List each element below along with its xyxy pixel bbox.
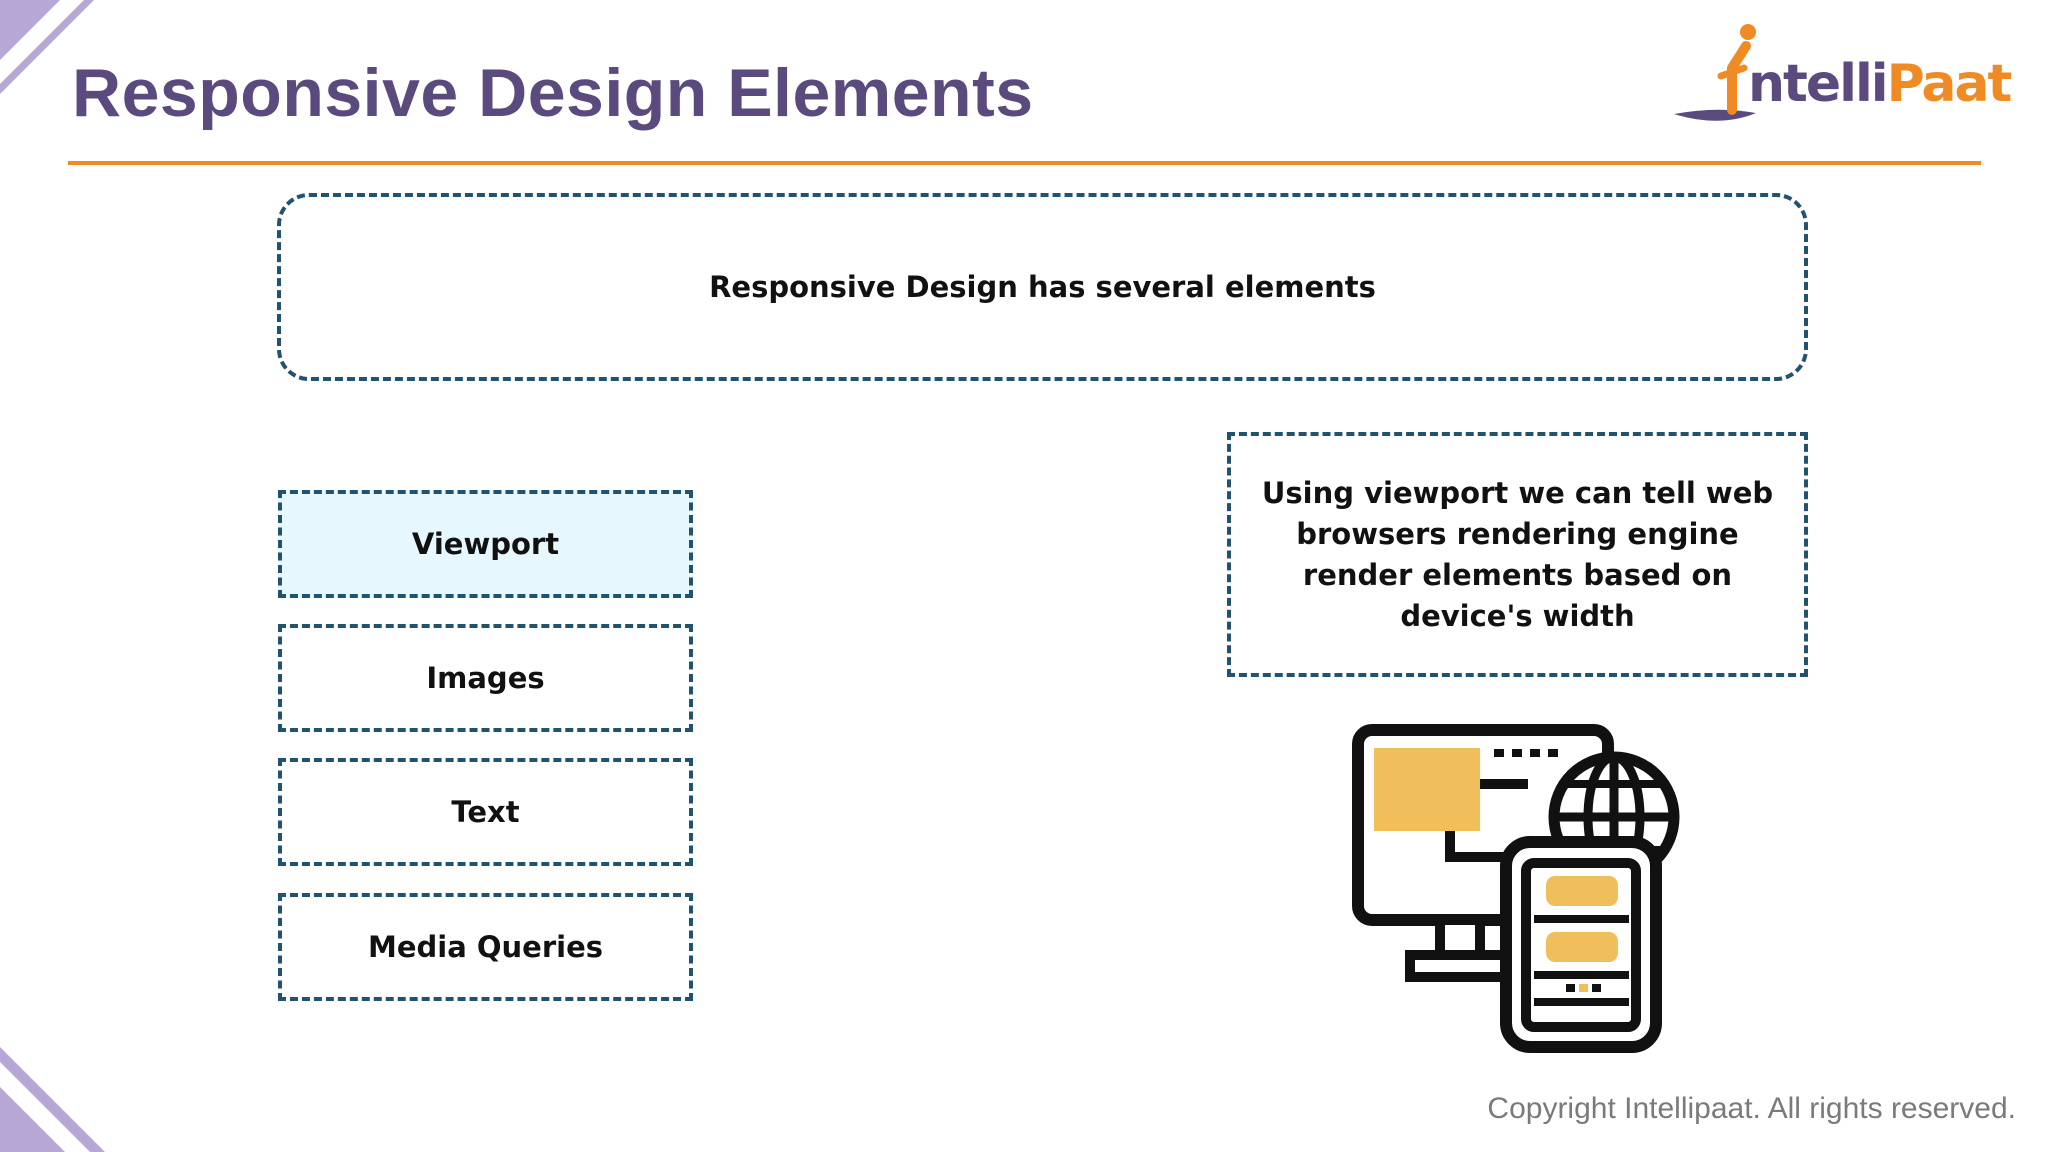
logo-wordmark-part2: Paat: [1886, 54, 2013, 114]
element-item-label: Viewport: [411, 527, 560, 561]
slide-title: Responsive Design Elements: [72, 55, 1034, 131]
intro-box: Responsive Design has several elements: [277, 193, 1808, 381]
element-item-label: Images: [426, 661, 545, 695]
element-item-label: Media Queries: [367, 930, 604, 964]
logo-figure-icon: [1674, 24, 1756, 121]
element-item-media-queries[interactable]: Media Queries: [278, 893, 693, 1001]
top-left-corner-decoration: [0, 0, 94, 94]
description-box: Using viewport we can tell web browsers …: [1227, 432, 1808, 677]
intro-text: Responsive Design has several elements: [709, 270, 1376, 304]
logo-wordmark-part1: ntelli: [1748, 54, 1889, 114]
element-item-text[interactable]: Text: [278, 758, 693, 866]
title-divider: [68, 161, 1981, 165]
bottom-left-corner-decoration: [0, 1047, 105, 1152]
intellipaat-logo: ntelliPaat: [1672, 18, 2012, 138]
element-item-images[interactable]: Images: [278, 624, 693, 732]
element-item-label: Text: [451, 795, 520, 829]
element-item-viewport[interactable]: Viewport: [278, 490, 693, 598]
logo-wordmark: ntelliPaat: [1748, 58, 2012, 110]
description-text: Using viewport we can tell web browsers …: [1261, 475, 1774, 633]
responsive-devices-icon: [1352, 724, 1680, 1053]
copyright-footer: Copyright Intellipaat. All rights reserv…: [1487, 1092, 2016, 1125]
